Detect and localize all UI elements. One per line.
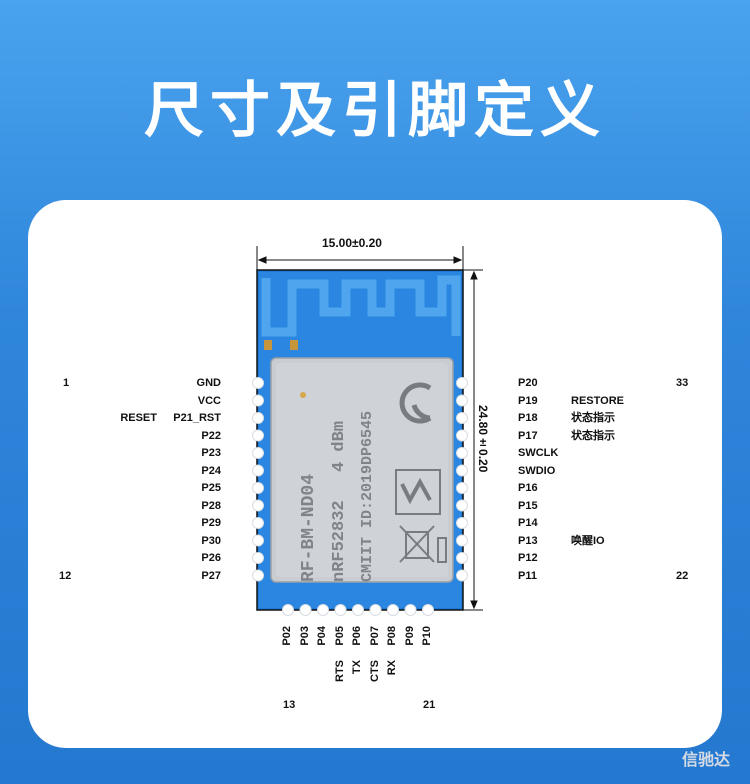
module-drawing: RF-BM-ND04 nRF52832 4 dBm CMIIT ID:2019D…: [252, 246, 483, 616]
module-chip-text: nRF52832: [330, 500, 349, 582]
bottom-pin-pad: [352, 604, 364, 616]
bottom-pin-label: P08: [386, 626, 398, 646]
right-pin-label: P19: [518, 394, 538, 407]
weee-bin-icon: [399, 525, 447, 563]
bottom-pin-label: P03: [298, 626, 311, 646]
left-pin-pad: [252, 569, 264, 582]
width-dimension-line: [256, 246, 464, 270]
right-pin-label: P15: [518, 499, 538, 512]
bottom-pin-label: P06: [351, 626, 363, 646]
pin-number-1: 1: [63, 377, 70, 389]
right-pin-pad: [456, 394, 468, 407]
left-pin-pad: [252, 552, 264, 564]
bottom-pin-pad: [369, 604, 382, 616]
left-pin-label: GND: [196, 377, 221, 389]
right-pin-function: 状态指示: [571, 412, 615, 424]
pin-number-33: 33: [676, 377, 689, 389]
left-pin-pad: [252, 482, 264, 494]
left-pin-pad: [252, 447, 264, 459]
right-pin-label: P16: [518, 482, 538, 494]
left-pin-pad: [252, 394, 264, 407]
right-pin-pad: [456, 569, 468, 582]
right-pin-label: SWDIO: [518, 464, 556, 477]
pin-number-13: 13: [283, 699, 296, 711]
height-dimension-label: 24.80±0.20: [476, 405, 490, 473]
left-pin-label: P30: [201, 534, 221, 547]
height-dimension-line: [463, 269, 483, 611]
bottom-pin-function: RTS: [333, 660, 346, 682]
left-pin-pad: [252, 412, 264, 424]
bottom-pin-pad: [404, 604, 417, 616]
right-pin-label: P18: [518, 412, 538, 424]
left-pin-label: P21_RST: [173, 412, 221, 424]
right-pin-function: RESTORE: [571, 394, 624, 407]
bottom-pin-label: P07: [368, 626, 381, 646]
left-pin-pad: [252, 464, 264, 477]
right-pin-label: P14: [518, 517, 538, 529]
left-pin-label: P22: [201, 429, 221, 442]
right-pin-pad: [456, 412, 468, 424]
right-pin-label: P20: [518, 377, 538, 389]
right-pin-label: SWCLK: [518, 447, 559, 459]
diagram-card: RF-BM-ND04 nRF52832 4 dBm CMIIT ID:2019D…: [28, 200, 722, 748]
bottom-pin-pad: [387, 604, 399, 616]
module-cmiit-text: CMIIT ID:2019DP6545: [359, 411, 376, 582]
left-pin-pad: [252, 499, 264, 512]
right-pin-function: 状态指示: [571, 429, 615, 442]
bottom-pin-function: TX: [351, 660, 363, 675]
module-model-text: RF-BM-ND04: [299, 474, 319, 582]
antenna-trace: [261, 275, 461, 337]
left-pin-label: P25: [201, 482, 221, 494]
pin-number-22: 22: [676, 569, 689, 582]
left-pin-pad: [252, 429, 264, 442]
pin-number-21: 21: [423, 699, 436, 711]
left-pin-label: P29: [201, 517, 221, 529]
left-pin-label: P24: [201, 464, 221, 477]
width-dimension-label: 15.00±0.20: [322, 236, 382, 250]
right-pin-label: P11: [518, 569, 537, 582]
bottom-pin-pad: [422, 604, 434, 616]
left-pin-label: P23: [201, 447, 221, 459]
bottom-pin-label: P04: [316, 626, 328, 646]
bottom-pin-label: P02: [281, 626, 293, 646]
bottom-pin-label: P10: [421, 626, 433, 646]
bottom-pin-function: CTS: [368, 660, 381, 682]
bottom-pin-pad: [282, 604, 294, 616]
left-pin-pad: [252, 517, 264, 529]
bottom-pin-pad: [317, 604, 329, 616]
left-pin-label: VCC: [197, 394, 221, 407]
bottom-pin-label: P05: [333, 626, 346, 646]
right-pin-pad: [456, 517, 468, 529]
watermark: 信驰达: [681, 750, 730, 769]
right-pin-pad: [456, 464, 468, 477]
right-pin-pad: [456, 482, 468, 494]
bottom-pin-pad: [299, 604, 312, 616]
left-pin-pad: [252, 377, 264, 389]
right-pin-pad: [456, 534, 468, 547]
right-pin-function: 唤醒IO: [571, 534, 605, 547]
right-pin-pad: [456, 377, 468, 389]
left-pin-label: P26: [201, 552, 221, 564]
bottom-pin-label: P09: [403, 626, 416, 646]
page-title: 尺寸及引脚定义: [144, 76, 606, 146]
left-pin-label: P28: [201, 499, 221, 512]
right-pin-label: P17: [518, 429, 538, 442]
right-pin-label: P12: [518, 552, 538, 564]
bottom-pin-function: RX: [386, 660, 398, 676]
right-pin-pad: [456, 429, 468, 442]
right-pin-label: P13: [518, 534, 538, 547]
right-pin-pad: [456, 447, 468, 459]
module-power-text: 4 dBm: [330, 421, 349, 472]
pin-number-12: 12: [59, 569, 72, 582]
right-pin-pad: [456, 499, 468, 512]
right-pin-pad: [456, 552, 468, 564]
rohs-logo-icon: [395, 469, 441, 515]
ce-mark-icon: [399, 382, 432, 424]
left-pin-function: RESET: [120, 412, 157, 424]
bottom-pin-pad: [334, 604, 347, 616]
left-pin-pad: [252, 534, 264, 547]
left-pin-label: P27: [201, 569, 221, 582]
